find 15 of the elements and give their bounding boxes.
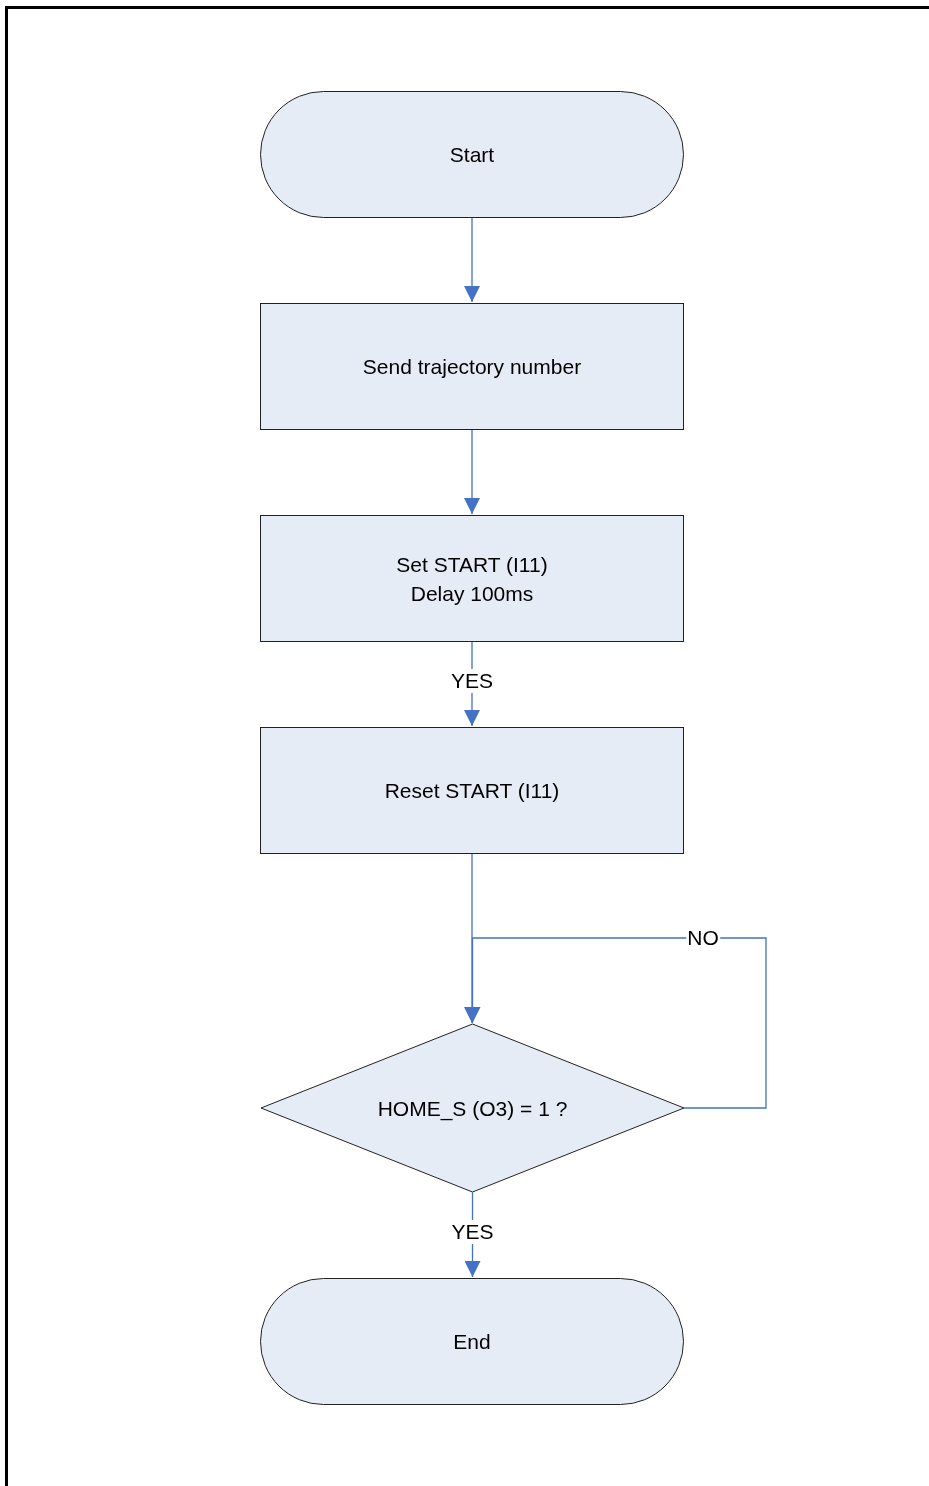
arrow [464,937,767,1109]
node-label: Reset START (I11) [384,778,560,804]
process-box [260,515,684,642]
node-label: Send trajectory number [362,354,582,380]
edge-label: YES [450,669,494,693]
edge-label: YES [450,1219,495,1244]
process-box [260,727,684,854]
decision-diamond [260,1023,685,1193]
node-label: End [453,1329,491,1355]
process-box [260,303,684,430]
arrow [464,429,480,515]
arrow [464,217,480,303]
node-label: Start [449,142,495,168]
node-label: HOME_S (O3) = 1 ? [377,1095,568,1123]
node-label: Set START (I11) Delay 100ms [395,551,549,607]
